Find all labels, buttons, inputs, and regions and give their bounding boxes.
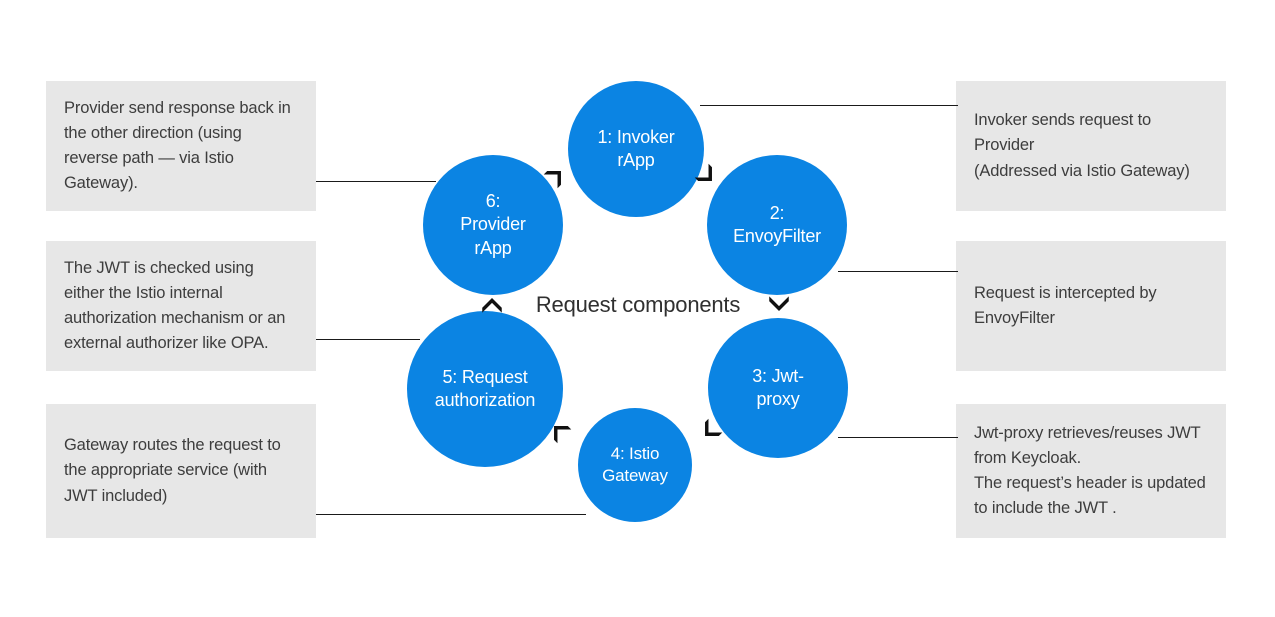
node-label-line1: 6: Provider bbox=[460, 191, 526, 235]
node-label-line1: 4: Istio bbox=[610, 444, 660, 464]
connector-line-node-1-to-note bbox=[700, 105, 958, 106]
node-label-line1: 5: Request bbox=[442, 366, 528, 387]
node-label-line2: EnvoyFilter bbox=[733, 226, 821, 246]
note-box-envoy-intercept[interactable]: Request is intercepted by EnvoyFilter bbox=[956, 241, 1226, 371]
node-label-line1: 1: Invoker bbox=[597, 126, 675, 147]
note-text: Invoker sends request to Provider(Addres… bbox=[974, 111, 1190, 180]
note-text: Jwt-proxy retrieves/reuses JWT from Keyc… bbox=[974, 423, 1206, 518]
note-text: The JWT is checked using either the Isti… bbox=[64, 258, 286, 353]
connector-line-note-to-node-4 bbox=[316, 514, 586, 515]
connector-line-node-3-to-note bbox=[838, 437, 958, 438]
note-box-provider-response[interactable]: Provider send response back in the other… bbox=[46, 81, 316, 211]
note-box-invoker-request[interactable]: Invoker sends request to Provider(Addres… bbox=[956, 81, 1226, 211]
chevron-arrow-icon-2-to-3 bbox=[766, 291, 792, 317]
chevron-arrow-icon-4-to-5 bbox=[541, 413, 578, 450]
node-jwt-proxy[interactable]: 3: Jwt-proxy bbox=[708, 318, 848, 458]
note-box-gateway-routes[interactable]: Gateway routes the request to the approp… bbox=[46, 404, 316, 538]
connector-line-note-to-node-6 bbox=[316, 181, 436, 182]
node-envoyfilter[interactable]: 2: EnvoyFilter bbox=[707, 155, 847, 295]
diagram-center-label: Request components bbox=[535, 292, 741, 317]
node-istio-gateway[interactable]: 4: Istio Gateway bbox=[578, 408, 692, 522]
chevron-arrow-icon-1-to-2 bbox=[689, 158, 726, 195]
note-box-jwt-check[interactable]: The JWT is checked using either the Isti… bbox=[46, 241, 316, 371]
note-text: Request is intercepted by EnvoyFilter bbox=[974, 283, 1157, 327]
node-label-line2: Gateway bbox=[602, 466, 668, 485]
node-provider-rapp[interactable]: 6: Provider rApp bbox=[423, 155, 563, 295]
note-text: Gateway routes the request to the approp… bbox=[64, 436, 281, 505]
connector-line-note-to-node-5 bbox=[316, 339, 420, 340]
node-label-line1: 2: bbox=[769, 202, 785, 223]
node-request-authorization[interactable]: 5: Request authorization bbox=[407, 311, 563, 467]
note-box-jwtproxy-keycloak[interactable]: Jwt-proxy retrieves/reuses JWT from Keyc… bbox=[956, 404, 1226, 538]
node-label-line2: authorization bbox=[434, 390, 536, 410]
connector-line-node-2-to-note bbox=[838, 271, 958, 272]
note-text: Provider send response back in the other… bbox=[64, 98, 291, 193]
node-invoker-rapp[interactable]: 1: Invoker rApp bbox=[568, 81, 704, 217]
node-label-line1: 3: Jwt-proxy bbox=[752, 365, 804, 409]
chevron-arrow-icon-3-to-4 bbox=[692, 413, 729, 450]
chevron-arrow-icon-5-to-6 bbox=[479, 292, 505, 318]
node-label-line2: rApp bbox=[617, 150, 655, 170]
chevron-arrow-icon-6-to-1 bbox=[538, 158, 575, 195]
node-label-line2: rApp bbox=[474, 237, 512, 258]
